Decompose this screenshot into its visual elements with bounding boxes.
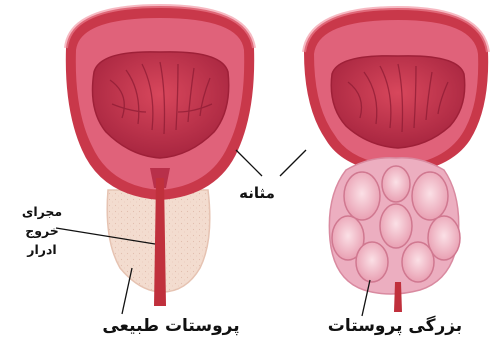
enlarged-prostate-label: بزرگی پروستات <box>316 318 474 335</box>
normal-bladder <box>66 6 254 200</box>
normal-anatomy <box>56 6 254 314</box>
enlarged-prostate-gland <box>329 158 460 294</box>
bladder-label: مثانه <box>232 186 282 201</box>
normal-urethra <box>154 178 166 306</box>
enlarged-anatomy <box>304 8 488 316</box>
enlarged-bladder <box>304 8 488 174</box>
urethra-label: مجرایخروجادرار <box>12 203 72 259</box>
bladder-pointer-line-right <box>280 150 306 176</box>
bladder-pointer-line-left <box>236 150 262 176</box>
normal-prostate-label: پروستات طبیعی <box>98 318 244 335</box>
enlarged-urethra <box>394 282 402 312</box>
